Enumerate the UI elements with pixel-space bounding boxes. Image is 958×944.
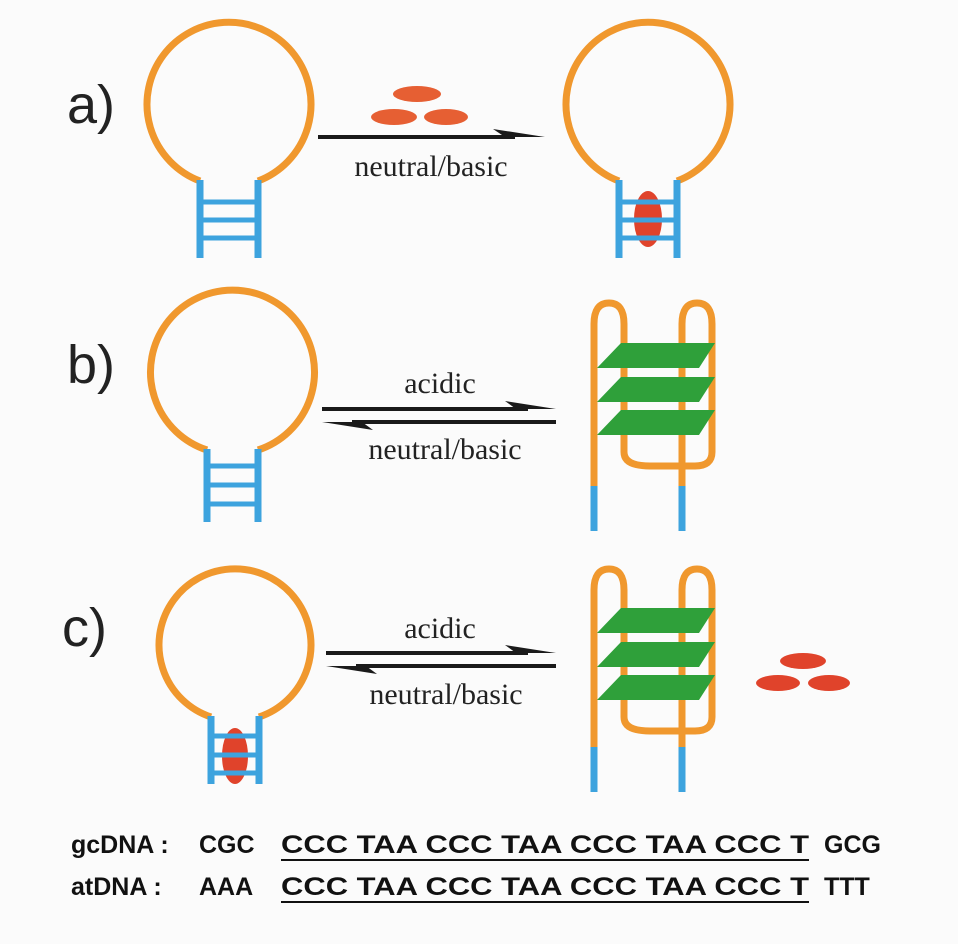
arrowhead bbox=[505, 401, 556, 409]
equilibrium-arrows bbox=[326, 645, 556, 674]
folded-strand bbox=[590, 565, 716, 748]
quartet-layer bbox=[597, 642, 715, 667]
loop-strand bbox=[143, 18, 315, 185]
sequence-prefix: CGC bbox=[199, 831, 255, 859]
panel-b-label: b) bbox=[67, 335, 115, 395]
quartet-layer bbox=[597, 377, 715, 402]
arrowhead bbox=[326, 666, 377, 674]
ligand bbox=[371, 109, 417, 125]
ligand bbox=[756, 675, 800, 691]
reverse-condition-label: neutral/basic bbox=[369, 678, 522, 711]
reverse-condition-label: neutral/basic bbox=[368, 433, 521, 466]
panel-b-hairpin bbox=[147, 286, 318, 522]
sequence-gcdna: gcDNA : CGC CCC TAA CCC TAA CCC TAA CCC … bbox=[71, 831, 881, 861]
sequence-name: gcDNA : bbox=[71, 831, 169, 859]
sequence-name: atDNA : bbox=[71, 873, 162, 901]
panel-a: a) neutral/basic bbox=[67, 18, 734, 258]
arrowhead bbox=[505, 645, 556, 653]
loop-strand bbox=[155, 565, 315, 721]
panel-b: b) acidic neutral/basic bbox=[67, 286, 716, 531]
forward-arrow bbox=[318, 129, 545, 139]
sequence-suffix: TTT bbox=[824, 873, 870, 901]
sequence-core: CCC TAA CCC TAA CCC TAA CCC T bbox=[281, 831, 809, 859]
quartet-layer bbox=[597, 675, 715, 700]
sequence-legend: gcDNA : CGC CCC TAA CCC TAA CCC TAA CCC … bbox=[71, 831, 881, 903]
sequence-prefix: AAA bbox=[199, 873, 253, 901]
forward-condition-label: acidic bbox=[404, 612, 476, 645]
panel-c-hairpin-bound bbox=[155, 565, 315, 784]
arrowhead bbox=[322, 422, 373, 430]
quartet-layer bbox=[597, 343, 715, 368]
equilibrium-arrows bbox=[322, 401, 556, 430]
panel-c-label: c) bbox=[62, 598, 107, 658]
panel-a-hairpin-bound bbox=[562, 18, 734, 258]
condition-label: neutral/basic bbox=[354, 150, 507, 183]
panel-a-label: a) bbox=[67, 75, 115, 135]
i-motif-structure bbox=[590, 565, 716, 792]
panel-c: c) acidic neutral/basic bbox=[62, 565, 850, 792]
quartet-layer bbox=[597, 608, 715, 633]
free-ligand-cluster bbox=[371, 86, 468, 125]
sequence-atdna: atDNA : AAA CCC TAA CCC TAA CCC TAA CCC … bbox=[71, 873, 870, 903]
quartet-layer bbox=[597, 410, 715, 435]
loop-strand bbox=[562, 18, 734, 185]
sequence-core: CCC TAA CCC TAA CCC TAA CCC T bbox=[281, 873, 809, 901]
sequence-suffix: GCG bbox=[824, 831, 881, 859]
released-ligand-cluster bbox=[756, 653, 850, 691]
ligand bbox=[808, 675, 850, 691]
ligand bbox=[393, 86, 441, 102]
arrowhead bbox=[493, 129, 545, 137]
ligand bbox=[424, 109, 468, 125]
folded-strand bbox=[590, 299, 716, 487]
forward-condition-label: acidic bbox=[404, 367, 476, 400]
ligand bbox=[780, 653, 826, 669]
i-motif-structure bbox=[590, 299, 716, 531]
loop-strand bbox=[147, 286, 318, 454]
panel-a-hairpin bbox=[143, 18, 315, 258]
